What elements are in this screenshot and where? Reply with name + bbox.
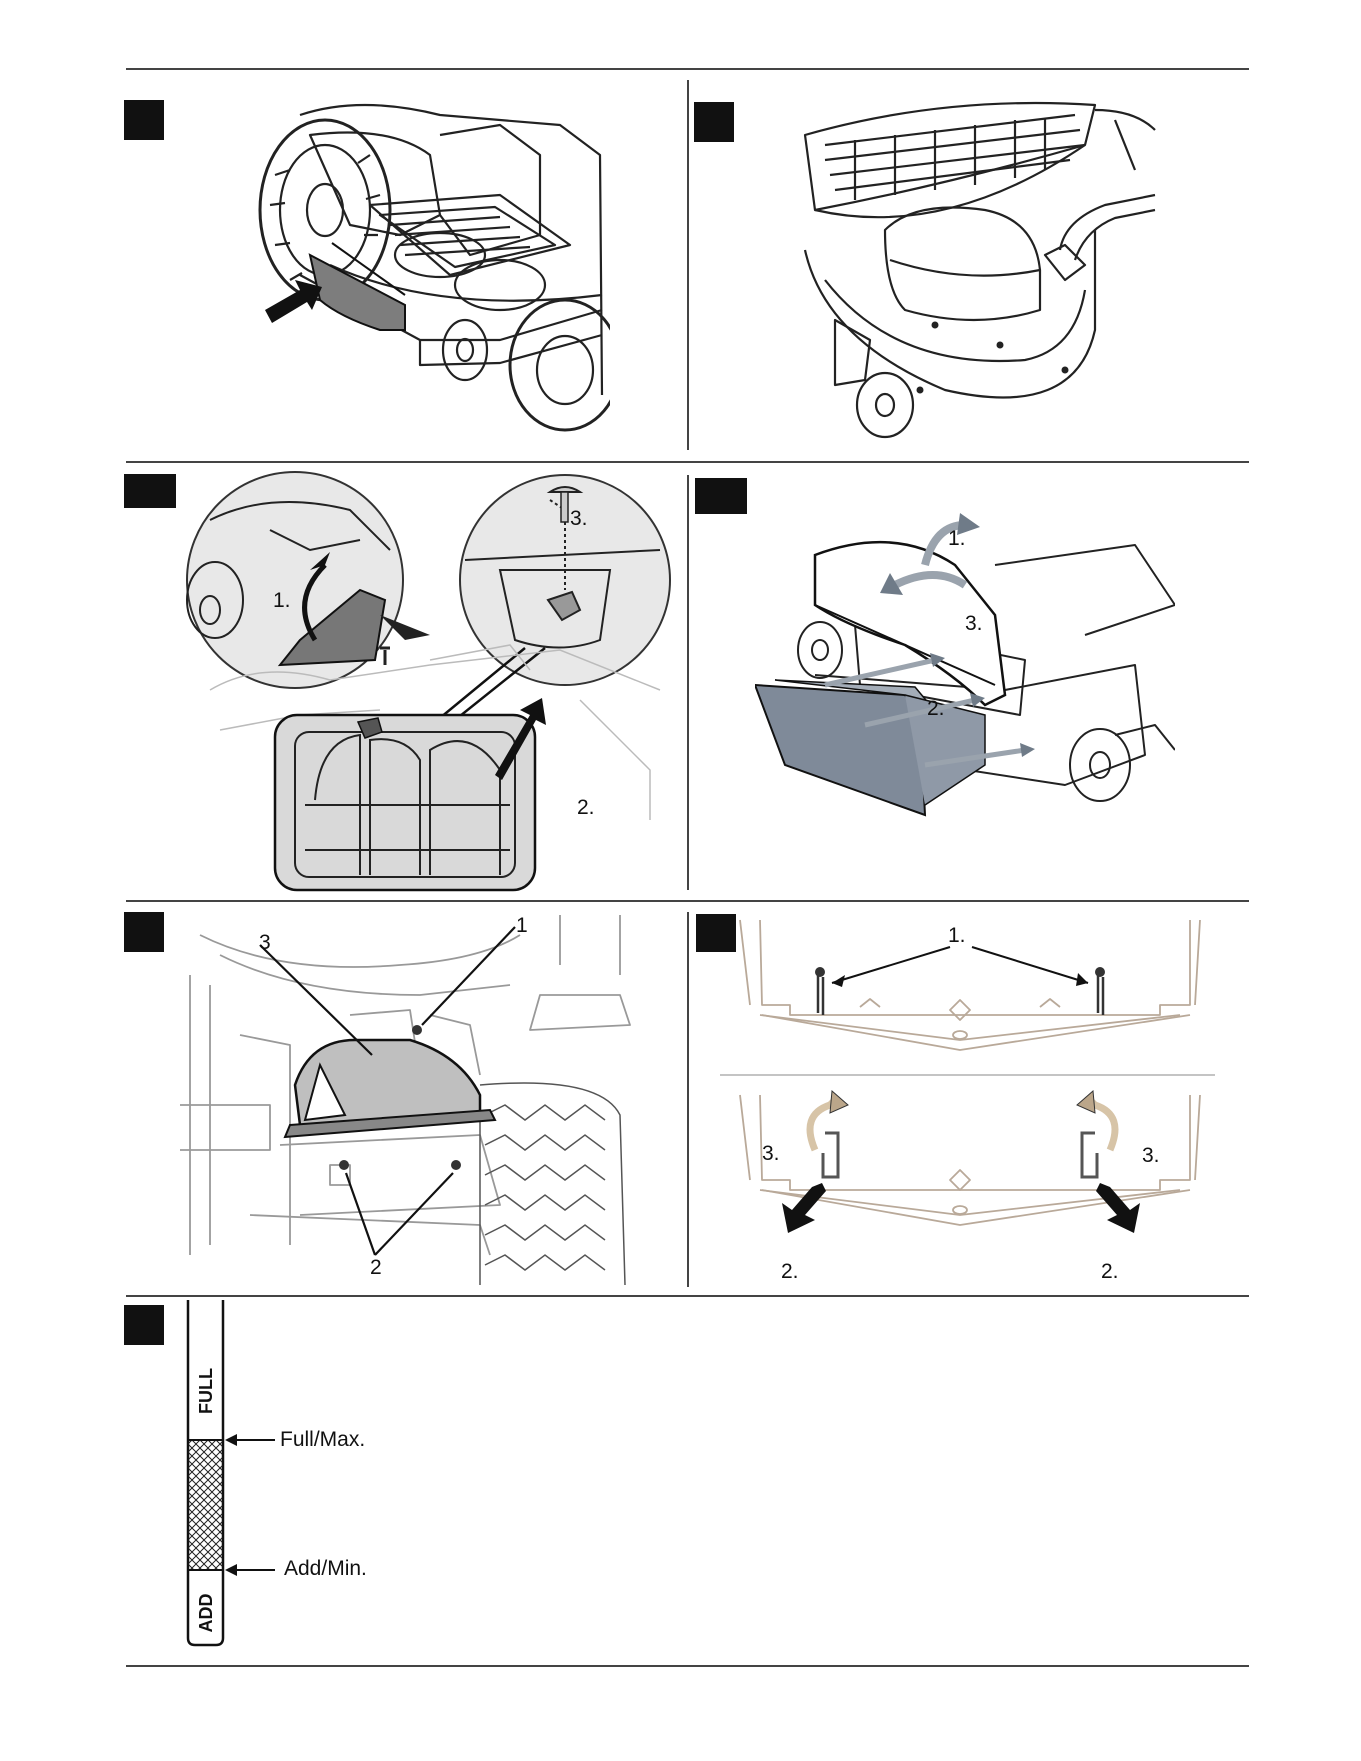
figure-badge-1 [124,100,164,140]
figure-badge-4 [695,478,747,514]
add-min-label: Add/Min. [284,1558,367,1579]
fig5-callout-3: 3 [259,932,271,953]
fig3-step-1-label: 1. [273,590,291,611]
row1-divider [126,461,1249,463]
row3-divider [126,1295,1249,1297]
figure-3-mulch-plug-install: 1. 2. 3. [180,470,680,895]
gauge-add-text: ADD [197,1592,215,1634]
fig6-step-2-left-label: 2. [781,1261,799,1282]
figure-badge-7 [124,1305,164,1345]
column-divider-row1 [687,80,689,450]
fig4-step-1-label: 1. [948,528,966,549]
figure-4-mulch-plug-insert: 1. 2. 3. [755,505,1175,840]
fig4-step-3-label: 3. [965,613,983,634]
figure-7-dipstick: FULL ADD Full/Max. Add/Min. [180,1300,440,1650]
fig5-callout-2: 2 [370,1257,382,1278]
figure-2-deck-wash-port [795,90,1175,450]
gauge-full-text: FULL [197,1367,215,1415]
top-rule [126,68,1249,70]
figure-badge-5 [124,912,164,952]
fig3-step-3-label: 3. [570,508,588,529]
fig3-step-2-label: 2. [577,797,595,818]
column-divider-row3 [687,912,689,1287]
figure-badge-2 [694,102,734,142]
row2-divider [126,900,1249,902]
full-max-label: Full/Max. [280,1429,365,1450]
fig5-callout-1: 1 [516,915,528,936]
column-divider-row2 [687,475,689,890]
figure-5-mulch-cover: 1 2 3 [180,915,680,1290]
fig6-step-3-right-label: 3. [1142,1145,1160,1166]
figure-1-mower-chute [240,95,610,450]
fig4-step-2-label: 2. [927,698,945,719]
figure-badge-3 [124,474,176,508]
bottom-rule [126,1665,1249,1667]
fig6-step-3-left-label: 3. [762,1143,780,1164]
fig6-step-2-right-label: 2. [1101,1261,1119,1282]
figure-6-deck-pins: 1. 2. 3. 3. 2. [720,915,1230,1290]
fig6-step-1-label: 1. [948,925,966,946]
